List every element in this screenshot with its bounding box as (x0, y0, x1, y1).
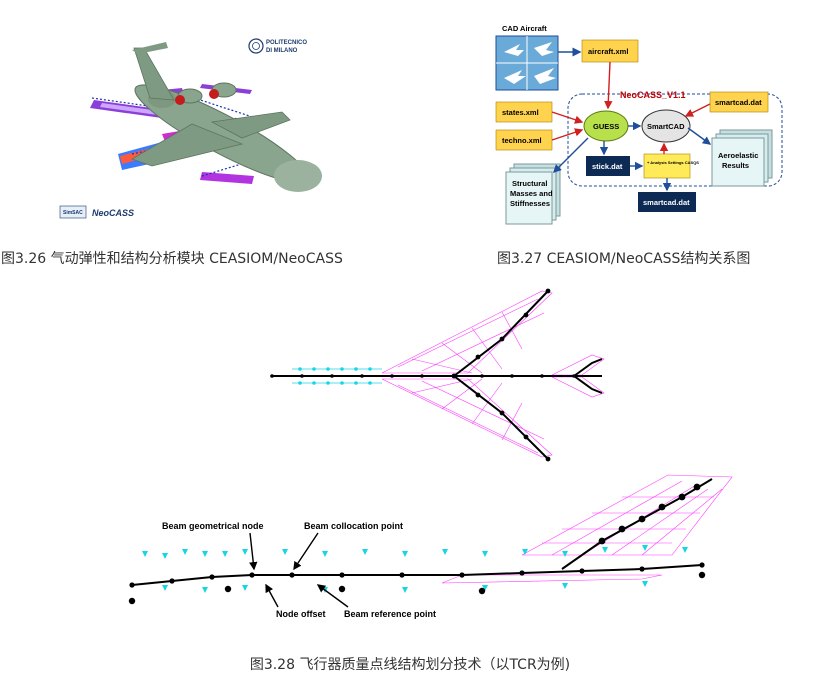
states-xml-label: states.xml (502, 108, 539, 117)
aircraft-xml-label: aircraft.xml (588, 47, 628, 56)
label-beam-collocation-point: Beam collocation point (304, 521, 403, 531)
top-marker-dots (298, 367, 372, 385)
cad-aircraft-label: CAD Aircraft (502, 24, 547, 33)
caption-figure-3-27: 图3.27 CEASIOM/NeoCASS结构关系图 (497, 251, 751, 267)
top-beam-nodes (270, 288, 576, 462)
side-beam-lines (131, 478, 713, 586)
aeroelastic-line2: Results (722, 161, 749, 170)
aeroelastic-doc-stack: Aeroelastic Results (711, 129, 773, 187)
cad-aircraft-block: CAD Aircraft (495, 24, 559, 91)
beam-annotations: Beam geometrical node Beam collocation p… (162, 521, 436, 619)
smartcad-node (641, 109, 691, 143)
structural-doc-stack: Structural Masses and Stiffnesses (505, 163, 561, 225)
left-wing (131, 123, 244, 167)
plane-icon (534, 42, 554, 56)
right-wing (210, 111, 291, 139)
neocass-flow-diagram: CAD Aircraft aircraft.xml NeoCASS_V1.1 s… (495, 24, 783, 225)
guess-label: GUESS (593, 122, 619, 131)
wing-mesh (381, 290, 605, 458)
smartcad-dat-bottom-label: smartcad.dat (643, 198, 690, 207)
structural-line1: Structural (512, 179, 547, 188)
analysis-settings-box (643, 153, 691, 179)
smartcad-dat-top-label: smartcad.dat (715, 98, 762, 107)
techno-xml-label: techno.xml (502, 136, 542, 145)
neocass-version-title: NeoCASS_V1.1 (620, 90, 686, 100)
polimi-logo-line2: DI MILANO (266, 48, 298, 54)
smartcad-label: SmartCAD (647, 122, 685, 131)
aircraft-3d-render: POLITECNICO DI MILANO SimSAC NeoCASS (59, 38, 322, 219)
side-beam-nodes (128, 483, 706, 605)
side-view-model: Beam geometrical node Beam collocation p… (128, 474, 733, 619)
caption-figure-3-26: 图3.26 气动弹性和结构分析模块 CEASIOM/NeoCASS (1, 251, 343, 267)
horizontal-tail (132, 42, 168, 54)
engine-right-intake (209, 89, 219, 99)
stick-dat-label: stick.dat (592, 162, 623, 171)
aeroelastic-line1: Aeroelastic (718, 151, 758, 160)
label-beam-reference-point: Beam reference point (344, 609, 436, 619)
label-node-offset: Node offset (276, 609, 326, 619)
figure-neocass-flowchart: CAD Aircraft aircraft.xml NeoCASS_V1.1 s… (484, 4, 796, 233)
label-beam-geometrical-node: Beam geometrical node (162, 521, 264, 531)
neocass-frame (567, 93, 783, 187)
plane-icon (504, 44, 524, 56)
polimi-logo: POLITECNICO DI MILANO (248, 38, 307, 54)
analysis-settings-label: + Analysis Settings CASQS (647, 160, 699, 165)
smartcad-dat-bottom-box (638, 192, 696, 212)
top-beam-lines (272, 290, 603, 460)
plane-icon (504, 70, 526, 84)
figure-tcr-mass-beam-model: Beam geometrical node Beam collocation p… (82, 279, 758, 636)
stick-dat-box (586, 156, 630, 176)
polimi-logo-line1: POLITECNICO (266, 40, 307, 46)
structural-line3: Stiffnesses (510, 199, 550, 208)
simsac-logo: SimSAC (59, 205, 87, 219)
top-mass-markers (292, 368, 382, 384)
top-view-planform (270, 288, 605, 462)
plane-icon (534, 68, 556, 84)
caption-figure-3-28: 图3.28 飞行器质量点线结构划分技术（以TCR为例) (249, 657, 571, 673)
neocass-logo: NeoCASS (92, 208, 134, 218)
smartcad-dat-top-box (709, 91, 769, 113)
side-mass-markers (142, 545, 688, 593)
simsac-logo-text: SimSAC (63, 210, 83, 216)
structural-line2: Masses and (510, 189, 553, 198)
flow-arrows (551, 61, 712, 192)
engine-left-intake (175, 95, 185, 105)
tcr-beam-diagram: Beam geometrical node Beam collocation p… (128, 288, 733, 619)
figure-neocass-aircraft-model: POLITECNICO DI MILANO SimSAC NeoCASS (42, 4, 368, 233)
